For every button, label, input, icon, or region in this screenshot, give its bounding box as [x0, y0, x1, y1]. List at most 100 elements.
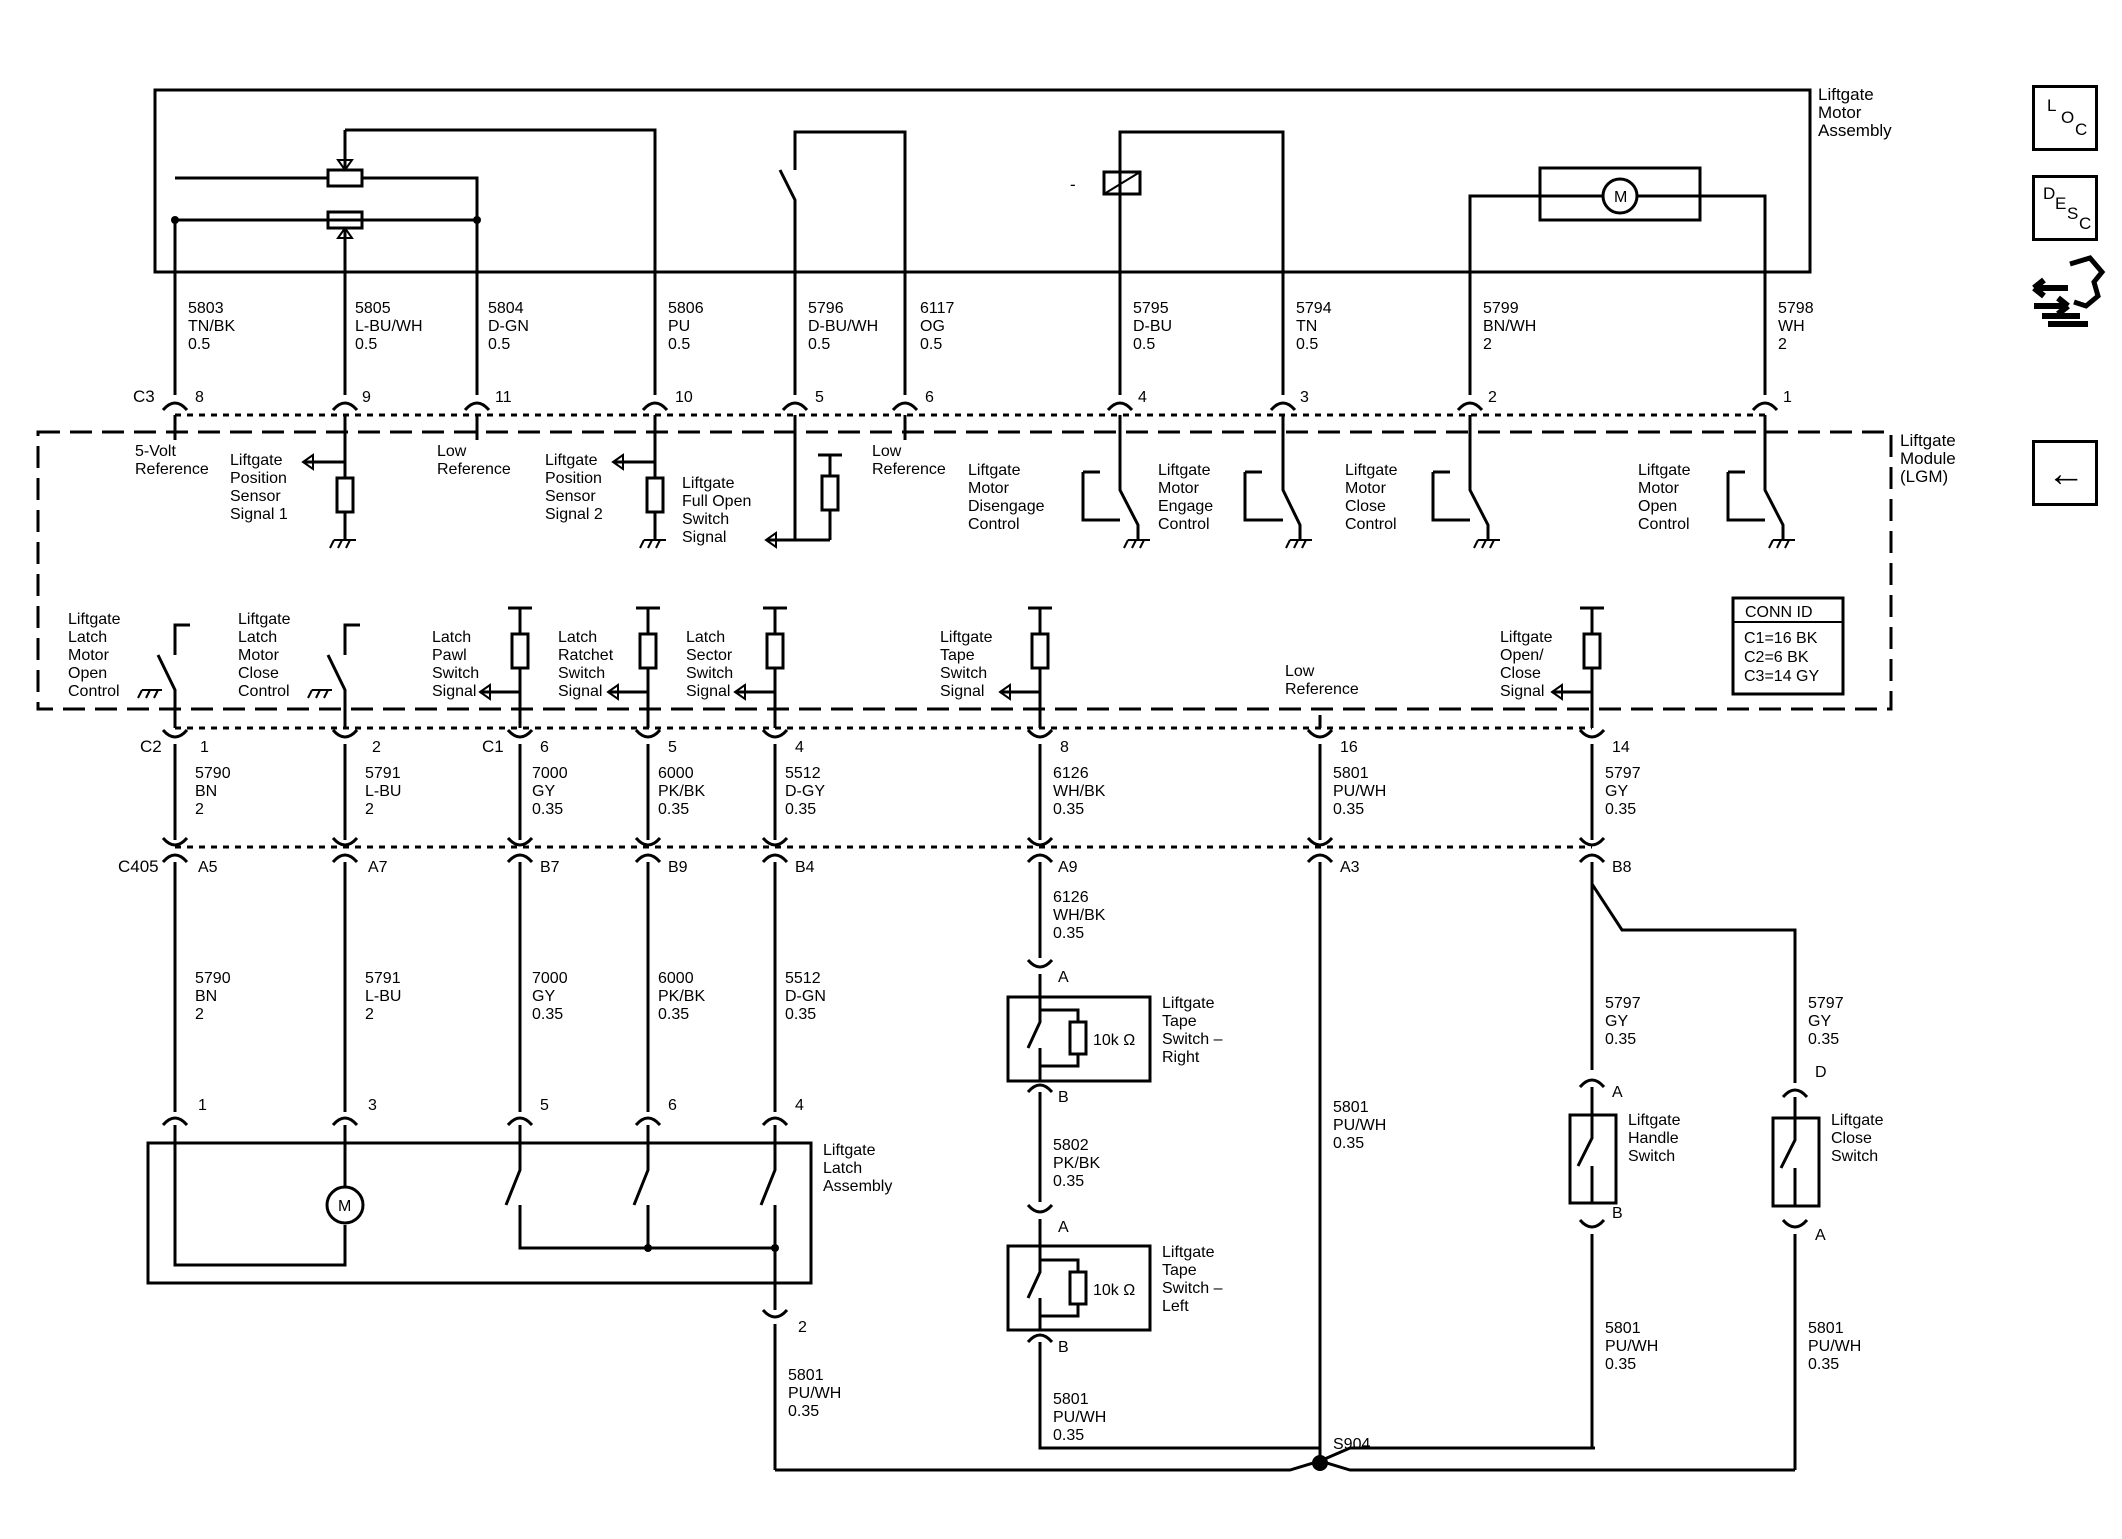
- c3-connector: C3 8 9 11 10 5 6 4 3 2 1: [133, 387, 1792, 417]
- svg-text:A3: A3: [1340, 859, 1360, 876]
- svg-text:10k Ω: 10k Ω: [1093, 1032, 1135, 1049]
- svg-text:3: 3: [1300, 389, 1309, 406]
- loc-button[interactable]: L O C: [2032, 85, 2098, 151]
- svg-text:C405: C405: [118, 857, 159, 876]
- svg-text:C1: C1: [482, 737, 504, 756]
- liftgate-motor-assembly: Liftgate Motor Assembly - M: [153, 85, 1892, 395]
- svg-text:9: 9: [362, 389, 371, 406]
- svg-text:A: A: [1058, 1219, 1069, 1236]
- svg-text:C1=16 BK: C1=16 BK: [1744, 630, 1818, 647]
- liftgate-motor-box: [1538, 166, 1702, 222]
- svg-text:2: 2: [798, 1319, 807, 1336]
- conn-id-table: CONN ID C1=16 BK C2=6 BK C3=14 GY: [1731, 596, 1845, 696]
- svg-text:C2: C2: [140, 737, 162, 756]
- svg-text:5: 5: [815, 389, 824, 406]
- c405-connector: C405 A5 A7 B7 B9 B4 A9 A3 B8: [118, 836, 1632, 876]
- svg-text:4: 4: [795, 1097, 804, 1114]
- schematic-navigation-icon[interactable]: [2028, 250, 2106, 336]
- svg-text:16: 16: [1340, 739, 1358, 756]
- svg-text:6: 6: [540, 739, 549, 756]
- svg-text:4: 4: [1138, 389, 1147, 406]
- svg-text:C2=6 BK: C2=6 BK: [1744, 649, 1809, 666]
- svg-text:6: 6: [925, 389, 934, 406]
- svg-text:10: 10: [675, 389, 693, 406]
- svg-text:2: 2: [372, 739, 381, 756]
- svg-text:A9: A9: [1058, 859, 1078, 876]
- svg-text:B7: B7: [540, 859, 560, 876]
- module-label: Liftgate Module (LGM): [1900, 431, 1961, 486]
- svg-text:2: 2: [1488, 389, 1497, 406]
- svg-text:B: B: [1058, 1089, 1069, 1106]
- c2-c1-connector: C2 C1 1 2 6 5 4 8 16 14: [140, 726, 1630, 756]
- svg-text:D: D: [1815, 1064, 1827, 1081]
- svg-text:10k Ω: 10k Ω: [1093, 1282, 1135, 1299]
- back-button[interactable]: ←: [2032, 440, 2098, 506]
- svg-text:A: A: [1058, 969, 1069, 986]
- relay-sign: -: [1070, 175, 1076, 194]
- relay-coil: [1102, 170, 1142, 196]
- svg-text:A: A: [1815, 1227, 1826, 1244]
- svg-text:S904: S904: [1333, 1436, 1370, 1453]
- svg-text:6: 6: [668, 1097, 677, 1114]
- desc-button[interactable]: D E S C: [2032, 175, 2098, 241]
- svg-text:1: 1: [200, 739, 209, 756]
- svg-text:B9: B9: [668, 859, 688, 876]
- svg-text:5: 5: [540, 1097, 549, 1114]
- svg-text:M: M: [1614, 189, 1627, 206]
- svg-text:CONN ID: CONN ID: [1745, 604, 1813, 621]
- svg-text:A: A: [1612, 1084, 1623, 1101]
- svg-text:M: M: [338, 1198, 351, 1215]
- svg-text:14: 14: [1612, 739, 1630, 756]
- svg-text:8: 8: [1060, 739, 1069, 756]
- svg-text:B: B: [1612, 1205, 1623, 1222]
